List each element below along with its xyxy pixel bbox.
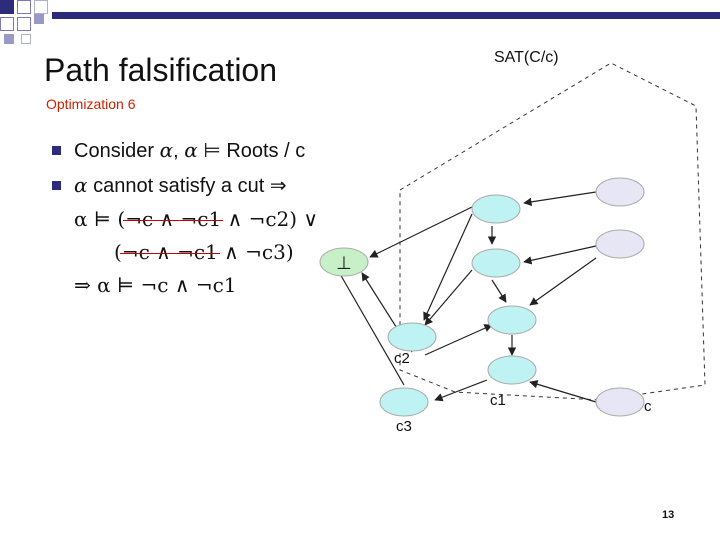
corner-square-decoration (0, 17, 14, 31)
corner-square-decoration (34, 0, 48, 14)
edge (424, 324, 493, 356)
bullet-text: Roots / c (226, 140, 306, 162)
graph-node-c3 (379, 387, 429, 417)
nodes (319, 177, 645, 417)
top-bar (52, 12, 720, 19)
edge (369, 206, 473, 258)
graph-node-lavender (595, 387, 645, 417)
label-c: c (644, 398, 652, 415)
graph-node-lavender (595, 229, 645, 259)
graph-node-c1 (487, 355, 537, 385)
formula-line-3: ⇒ α ⊨ ¬c ∧ ¬c1 (74, 273, 237, 297)
bullet-consider: Consider α, α ⊨ Roots / c (74, 138, 305, 163)
formula-part: ( (114, 240, 122, 264)
alpha-symbol: α (74, 173, 88, 197)
graph-node-bottom (319, 247, 369, 277)
edges (331, 191, 597, 403)
formula-struck-part: ¬c ∧ ¬c1 (125, 207, 222, 231)
label-c2: c2 (394, 350, 410, 367)
corner-square-decoration (21, 34, 31, 44)
page-number: 13 (662, 509, 675, 521)
formula-line-1: α ⊨ (¬c ∧ ¬c1 ∧ ¬c2) ∨ (74, 207, 318, 231)
graph-node-lavender (595, 177, 645, 207)
graph-node-cyan (487, 305, 537, 335)
edge (523, 191, 597, 207)
corner-square-decoration (0, 0, 14, 14)
graph-node-cyan (471, 248, 521, 278)
slide-title: Path falsification (44, 52, 278, 88)
edge (434, 379, 488, 402)
models-symbol: ⊨ (197, 140, 227, 162)
bullet-text: , (173, 140, 185, 162)
sat-label: SAT(C/c) (494, 49, 559, 66)
label-c1: c1 (490, 392, 506, 409)
bottom-symbol: ⊥ (336, 253, 352, 274)
formula-part: ∧ ¬c3) (217, 240, 294, 264)
corner-square-decoration (34, 14, 44, 24)
bullet-cut: α cannot satisfy a cut ⇒ (74, 173, 287, 198)
graph-node-c2 (387, 322, 437, 352)
edge (523, 245, 597, 265)
label-c3: c3 (396, 418, 412, 435)
edge (529, 380, 597, 403)
alpha-symbol: α (159, 138, 174, 162)
corner-square-decoration (4, 34, 14, 44)
bullet-marker (52, 146, 61, 155)
slide-subtitle: Optimization 6 (46, 96, 136, 112)
corner-square-decoration (17, 17, 31, 31)
edge (331, 259, 405, 386)
formula-part: ∧ ¬c2) ∨ (221, 207, 319, 231)
formula-part: α ⊨ ( (74, 207, 126, 231)
corner-square-decoration (17, 0, 31, 14)
edge (423, 213, 473, 321)
graph-node-cyan (471, 194, 521, 224)
alpha-symbol: α (184, 138, 198, 162)
edge (424, 269, 473, 326)
bullet-text: cannot satisfy a cut ⇒ (87, 175, 287, 197)
sat-region-boundary (399, 62, 706, 401)
edge (529, 257, 597, 306)
formula-struck-part: ¬c ∧ ¬c1 (121, 240, 218, 264)
bullet-text: Consider (74, 140, 160, 162)
edge (491, 279, 507, 303)
formula-line-2: (¬c ∧ ¬c1 ∧ ¬c3) (114, 240, 294, 264)
bullet-marker (52, 181, 61, 190)
